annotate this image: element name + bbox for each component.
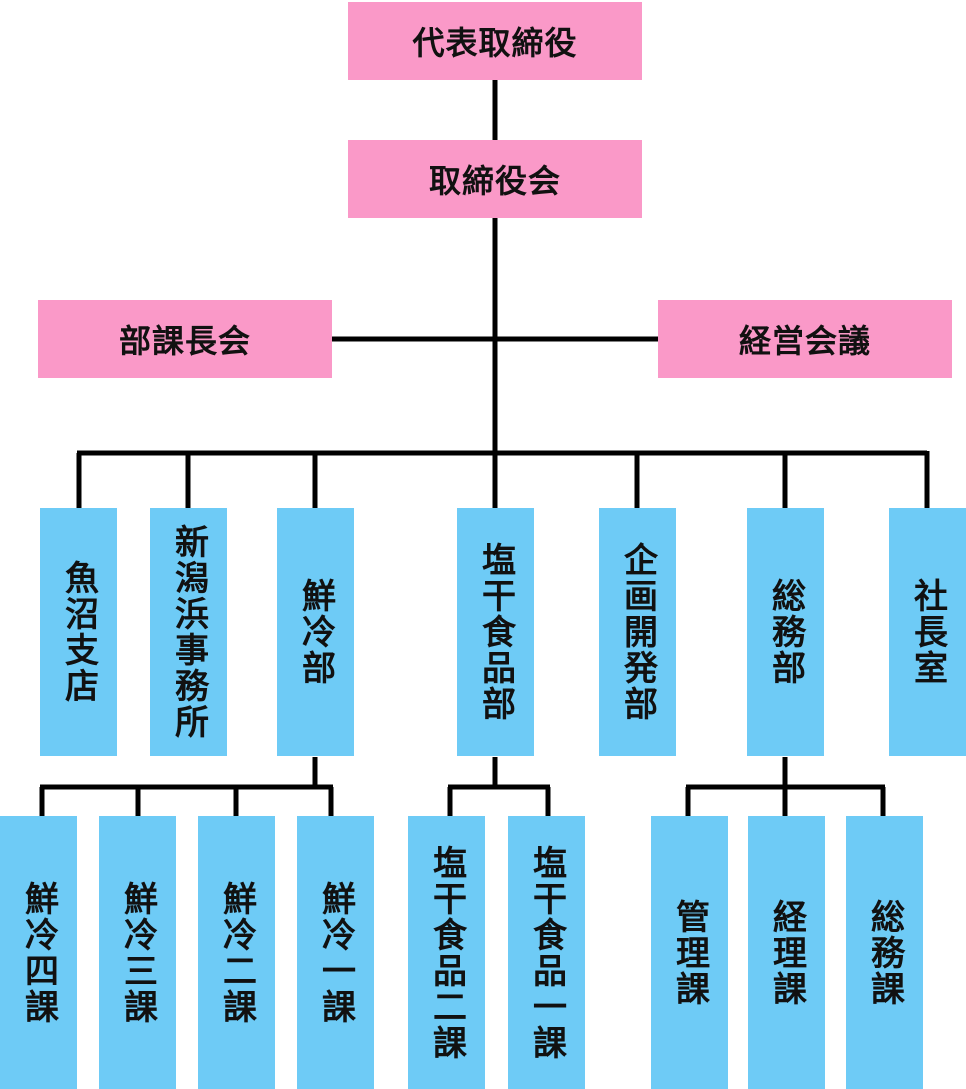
section-label: 塩干食品一課 — [526, 844, 567, 1061]
dept-president-office: 社長室 — [889, 508, 966, 756]
section-management: 管理課 — [651, 816, 728, 1089]
section-accounting: 経理課 — [748, 816, 825, 1089]
department-managers-meeting-box: 部課長会 — [38, 300, 332, 378]
section-enkan-2: 塩干食品二課 — [408, 816, 485, 1089]
ceo-box: 代表取締役 — [348, 2, 642, 80]
section-senrei-2: 鮮冷二課 — [198, 816, 275, 1089]
section-enkan-1: 塩干食品一課 — [508, 816, 585, 1089]
section-senrei-3: 鮮冷三課 — [99, 816, 176, 1089]
section-label: 鮮冷三課 — [117, 880, 158, 1025]
dept-uonuma-branch: 魚沼支店 — [40, 508, 117, 756]
dept-label: 企画開発部 — [617, 542, 658, 722]
dept-enkan-foods: 塩干食品部 — [457, 508, 534, 756]
board-label: 取締役会 — [428, 162, 561, 200]
dept-label: 鮮冷部 — [295, 578, 336, 686]
ceo-label: 代表取締役 — [412, 24, 578, 62]
dept-label: 魚沼支店 — [58, 560, 99, 704]
section-label: 総務課 — [864, 898, 905, 1007]
section-label: 鮮冷四課 — [18, 880, 59, 1025]
dept-planning-development: 企画開発部 — [599, 508, 676, 756]
dept-label: 塩干食品部 — [475, 542, 516, 722]
dept-niigata-hama-office: 新潟浜事務所 — [150, 508, 227, 756]
section-label: 経理課 — [766, 898, 807, 1007]
management-meeting-label: 経営会議 — [738, 322, 871, 360]
section-label: 管理課 — [669, 898, 710, 1007]
dept-senrei: 鮮冷部 — [277, 508, 354, 756]
dept-label: 総務部 — [765, 578, 806, 686]
dept-general-affairs: 総務部 — [747, 508, 824, 756]
board-box: 取締役会 — [348, 140, 642, 218]
dept-label: 社長室 — [907, 578, 948, 686]
section-label: 鮮冷二課 — [216, 880, 257, 1025]
section-senrei-1: 鮮冷一課 — [297, 816, 374, 1089]
section-senrei-4: 鮮冷四課 — [0, 816, 77, 1089]
department-managers-meeting-label: 部課長会 — [118, 322, 251, 360]
section-general-affairs: 総務課 — [846, 816, 923, 1089]
management-meeting-box: 経営会議 — [658, 300, 952, 378]
dept-label: 新潟浜事務所 — [168, 524, 209, 740]
section-label: 塩干食品二課 — [426, 844, 467, 1061]
section-label: 鮮冷一課 — [315, 880, 356, 1025]
